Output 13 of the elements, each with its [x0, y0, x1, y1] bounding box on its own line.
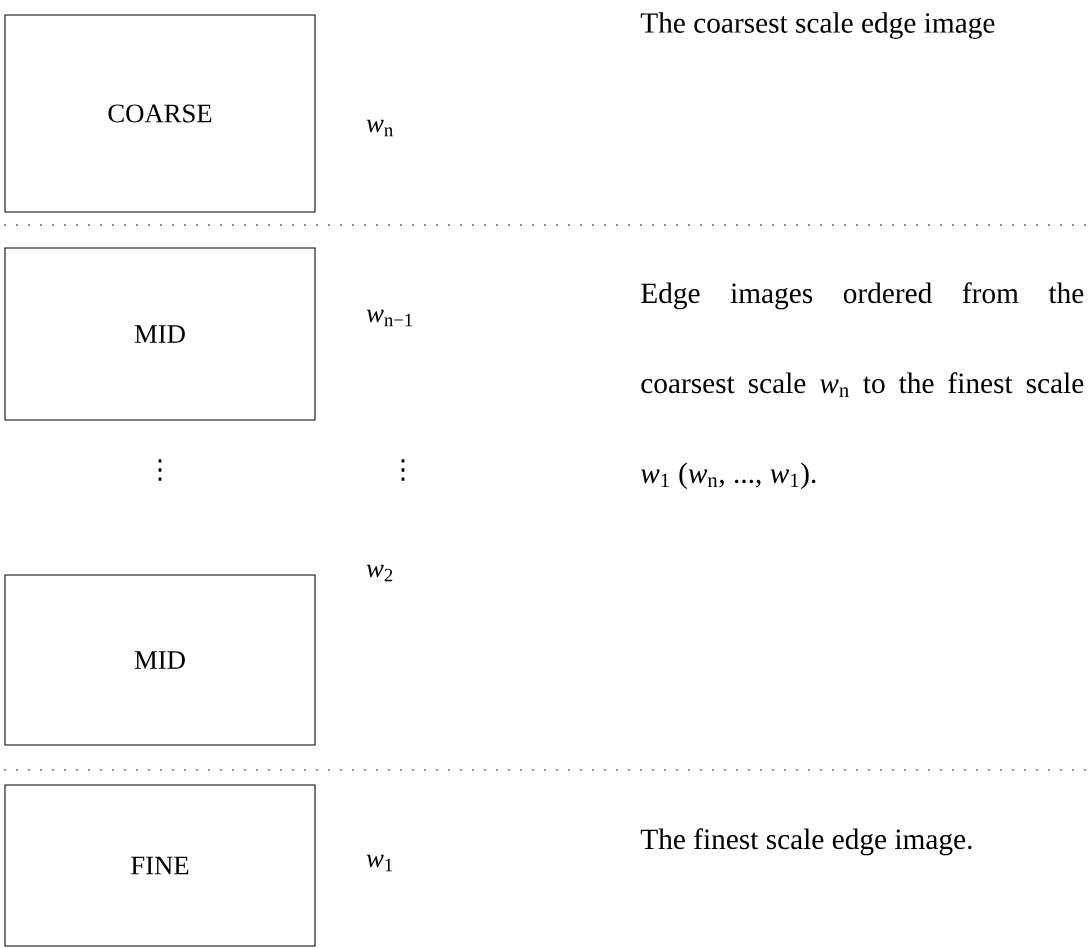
- description-text: Edge images ordered from the coarsest scale w$_{n}$ to the finest scale w$_{1}$ (w$_{n}$, ..., w$_{1}$).: [641, 282, 1084, 490]
- weight-label: w$_{2}$: [366, 564, 393, 582]
- description-text: The finest scale edge image.: [640, 828, 972, 856]
- vertical-dots: ⋮: [158, 459, 162, 481]
- description-text: The coarsest scale edge image: [640, 12, 995, 39]
- scale-box: MID: [4, 247, 316, 421]
- scale-box: FINE: [4, 784, 316, 947]
- weight-label: w$_{n−1}$: [366, 309, 413, 327]
- scale-box: COARSE: [4, 14, 316, 213]
- weight-label: w$_{n}$: [366, 119, 393, 137]
- vertical-dots: ⋮: [401, 459, 405, 481]
- weight-label: w$_{1}$: [366, 854, 393, 872]
- scale-box: MID: [4, 574, 316, 746]
